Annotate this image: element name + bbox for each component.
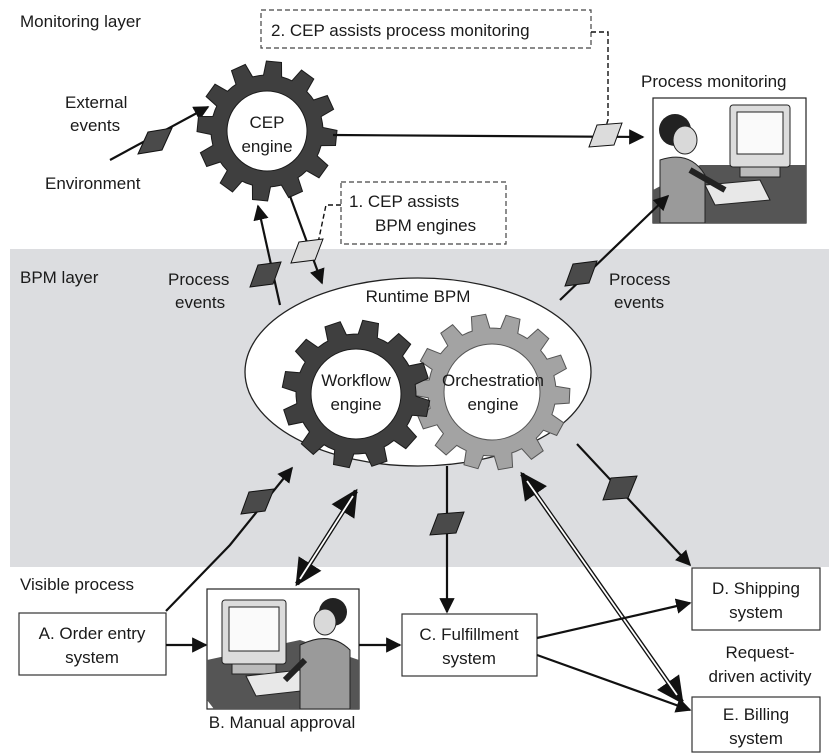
bpm-to-cep-arrow — [253, 204, 282, 306]
environment-label: Environment — [45, 174, 141, 193]
note-1-line2: BPM engines — [375, 216, 476, 235]
cep-label-line2: engine — [241, 137, 292, 156]
monitoring-token — [588, 122, 623, 148]
process-event-token-right — [564, 260, 598, 287]
billing-bpm-link-inner — [526, 480, 678, 696]
request-driven-line1: Request- — [726, 643, 795, 662]
order-entry-system-box — [18, 612, 167, 676]
order-entry-line1: A. Order entry — [39, 624, 146, 643]
external-events-line1: External — [65, 93, 127, 112]
bpm-layer-label: BPM layer — [20, 268, 99, 287]
process-monitoring-label: Process monitoring — [641, 72, 787, 91]
monitoring-workstation-illustration — [652, 97, 807, 224]
fulfillment-token — [429, 511, 465, 536]
external-events-line2: events — [70, 116, 120, 135]
billing-system-box — [691, 696, 821, 753]
orchestration-engine-gear — [413, 313, 571, 471]
cep-to-bpm-arrow — [288, 195, 325, 285]
cep-assist-token — [290, 238, 324, 264]
shipping-line1: D. Shipping — [712, 579, 800, 598]
manual-approval-illustration — [206, 588, 360, 710]
fulfillment-line2: system — [442, 649, 496, 668]
fulfillment-system-box — [401, 613, 538, 677]
runtime-bpm-label: Runtime BPM — [366, 287, 471, 306]
external-event-token — [137, 127, 173, 155]
order-entry-line2: system — [65, 648, 119, 667]
shipping-line2: system — [729, 603, 783, 622]
workflow-label-line1: Workflow — [321, 371, 391, 390]
fulfillment-to-shipping-arrow — [536, 598, 692, 640]
orchestration-label-line2: engine — [467, 395, 518, 414]
billing-line1: E. Billing — [723, 705, 789, 724]
process-events-right-line1: Process — [609, 270, 670, 289]
note-2-text: 2. CEP assists process monitoring — [271, 21, 530, 40]
workflow-engine-gear — [281, 319, 431, 469]
orchestration-label-line1: Orchestration — [442, 371, 544, 390]
request-driven-line2: driven activity — [709, 667, 812, 686]
process-events-left-line1: Process — [168, 270, 229, 289]
cep-to-monitoring-arrow — [332, 129, 645, 145]
process-events-right-line2: events — [614, 293, 664, 312]
approval-bpm-link-inner — [299, 495, 354, 580]
fulfillment-line1: C. Fulfillment — [419, 625, 518, 644]
process-event-token-left — [249, 261, 282, 288]
note-cep-assists-bpm — [340, 181, 507, 245]
cep-label-line1: CEP — [250, 113, 285, 132]
monitoring-layer-label: Monitoring layer — [20, 12, 141, 31]
note-2-connector — [591, 31, 609, 133]
visible-process-label: Visible process — [20, 575, 134, 594]
cep-engine-gear — [196, 60, 338, 202]
fulfillment-to-billing-arrow — [536, 653, 692, 713]
process-events-left-line2: events — [175, 293, 225, 312]
workflow-label-line2: engine — [330, 395, 381, 414]
note-1-line1: 1. CEP assists — [349, 192, 459, 211]
billing-line2: system — [729, 729, 783, 748]
order-entry-token — [240, 488, 275, 515]
shipping-system-box — [691, 567, 821, 631]
note-cep-assists-monitoring — [260, 9, 592, 49]
manual-approval-label: B. Manual approval — [209, 713, 355, 732]
note-1-connector — [317, 204, 341, 244]
